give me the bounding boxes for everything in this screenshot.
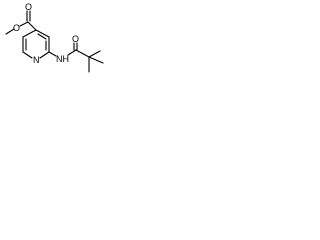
ester-to-ring-bond — [27, 21, 37, 31]
carbonyl-to-quaternary-carbon-bond — [75, 49, 90, 58]
tbutyl-methyl-top-bond — [88, 50, 101, 58]
carbonyl-oxygen-label: O — [25, 2, 32, 12]
ester-oxygen-carbon-bond — [19, 21, 29, 27]
ester-methyl-bond — [5, 28, 15, 35]
chemical-structure: O O N NH O — [5, 2, 104, 73]
amide-n-to-carbonyl-bond — [67, 49, 77, 56]
ring-to-amide-n-bond — [48, 51, 57, 57]
ring-bond-c4-c3 — [35, 29, 50, 38]
ring-inner-double-bond-1 — [37, 33, 47, 40]
ring-bond-c2-n1 — [39, 51, 50, 59]
ring-bond-c5-c4 — [22, 29, 37, 38]
amide-oxygen-label: O — [72, 34, 79, 44]
ring-bond-n1-c6 — [22, 51, 33, 59]
pyridine-nitrogen-label: N — [33, 55, 40, 65]
amide-nh-label: NH — [56, 54, 69, 64]
ester-oxygen-label: O — [13, 23, 20, 33]
tbutyl-methyl-right-bond — [88, 56, 104, 64]
